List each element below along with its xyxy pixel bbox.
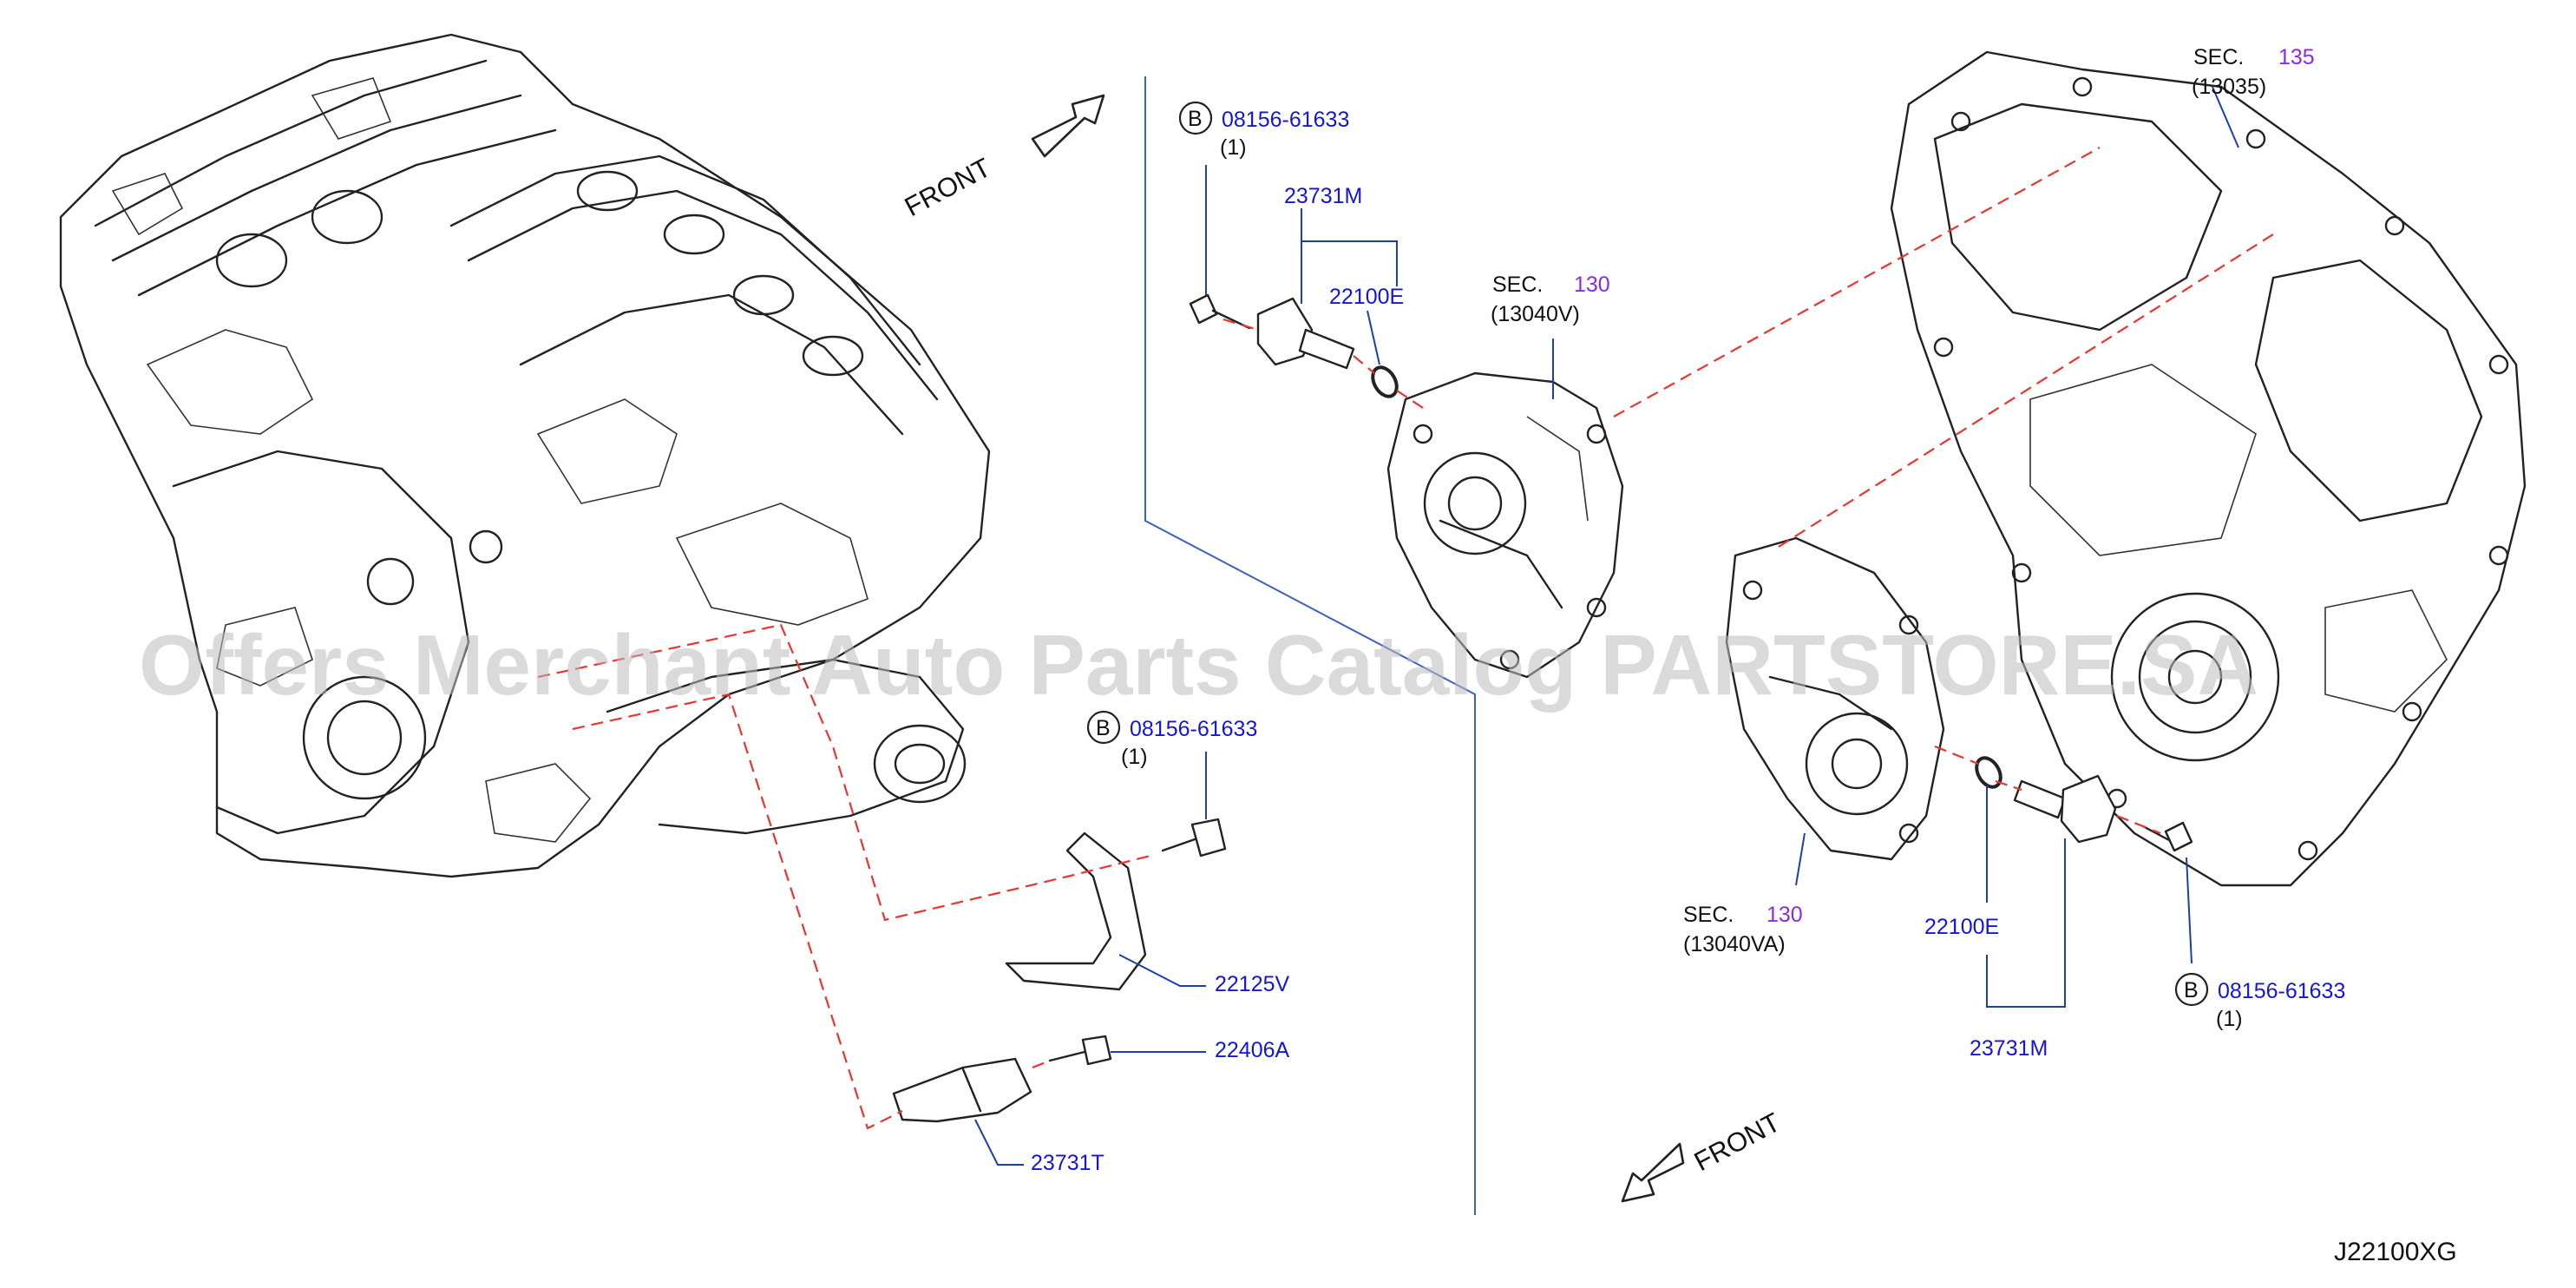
leader-lines [974, 86, 2239, 1166]
reference-lines [537, 147, 2274, 1130]
front-timing-cover [1890, 50, 2527, 887]
oring-label-right: 22100E [1924, 915, 1999, 939]
sec-number-135: 135 [2278, 45, 2315, 69]
bolt-badge-middle: B [1096, 716, 1111, 740]
front-arrow-top: FRONT [900, 94, 1105, 222]
sensor-label-right: 23731M [1970, 1036, 2048, 1061]
bolt-badge-right: B [2184, 978, 2199, 1002]
section-135: SEC. 135 (13035) [2192, 45, 2315, 99]
front-label-top: FRONT [900, 152, 996, 222]
bolt-qty-right: (1) [2216, 1007, 2243, 1031]
sensor-assembly-right [1975, 756, 2193, 852]
sec-number-130-bottom: 130 [1766, 903, 1803, 927]
bracket-label: 22125V [1215, 972, 1290, 996]
sec-code-130-bottom: (13040VA) [1683, 932, 1786, 956]
callout-bolt-middle: B 08156-61633 (1) [1086, 710, 1257, 769]
bolt-22406-label: 22406A [1215, 1038, 1290, 1062]
valve-timing-cover-bottom [1725, 536, 1945, 861]
oring-label-top: 22100E [1329, 285, 1404, 309]
bolt-badge-top: B [1188, 107, 1203, 131]
crank-sensor-label: 23731T [1031, 1151, 1104, 1175]
bolt-qty-top: (1) [1220, 135, 1247, 160]
callout-bolt-top: B 08156-61633 (1) [1178, 101, 1349, 160]
section-divider-line [1144, 76, 1476, 1215]
bolt-part-number-right: 08156-61633 [2218, 979, 2345, 1003]
sec-prefix-135: SEC. [2193, 45, 2244, 69]
engine-block-illustration [59, 33, 991, 878]
watermark-text: Offers Merchant Auto Parts Catalog PARTS… [139, 617, 2258, 713]
sensor-label-top: 23731M [1284, 184, 1362, 208]
lower-left-parts [892, 818, 1227, 1123]
front-label-bottom: FRONT [1689, 1107, 1786, 1177]
bolt-part-number-middle: 08156-61633 [1130, 717, 1257, 741]
front-arrow-bottom: FRONT [1621, 1107, 1786, 1203]
sensor-assembly-top [1189, 293, 1399, 398]
sec-code-135: (13035) [2192, 75, 2266, 99]
sec-prefix-130-bottom: SEC. [1683, 903, 1734, 927]
bolt-part-number-top: 08156-61633 [1222, 108, 1349, 132]
sec-code-130-top: (13040V) [1491, 302, 1580, 326]
section-130-bottom: SEC. 130 (13040VA) [1683, 903, 1803, 956]
bolt-qty-middle: (1) [1121, 745, 1148, 769]
sec-prefix-130-top: SEC. [1492, 273, 1543, 297]
diagram-code: J22100XG [2334, 1238, 2457, 1266]
section-130-top: SEC. 130 (13040V) [1491, 273, 1610, 326]
callout-bolt-right: B 08156-61633 (1) [2174, 972, 2345, 1031]
sec-number-130-top: 130 [1574, 273, 1610, 297]
